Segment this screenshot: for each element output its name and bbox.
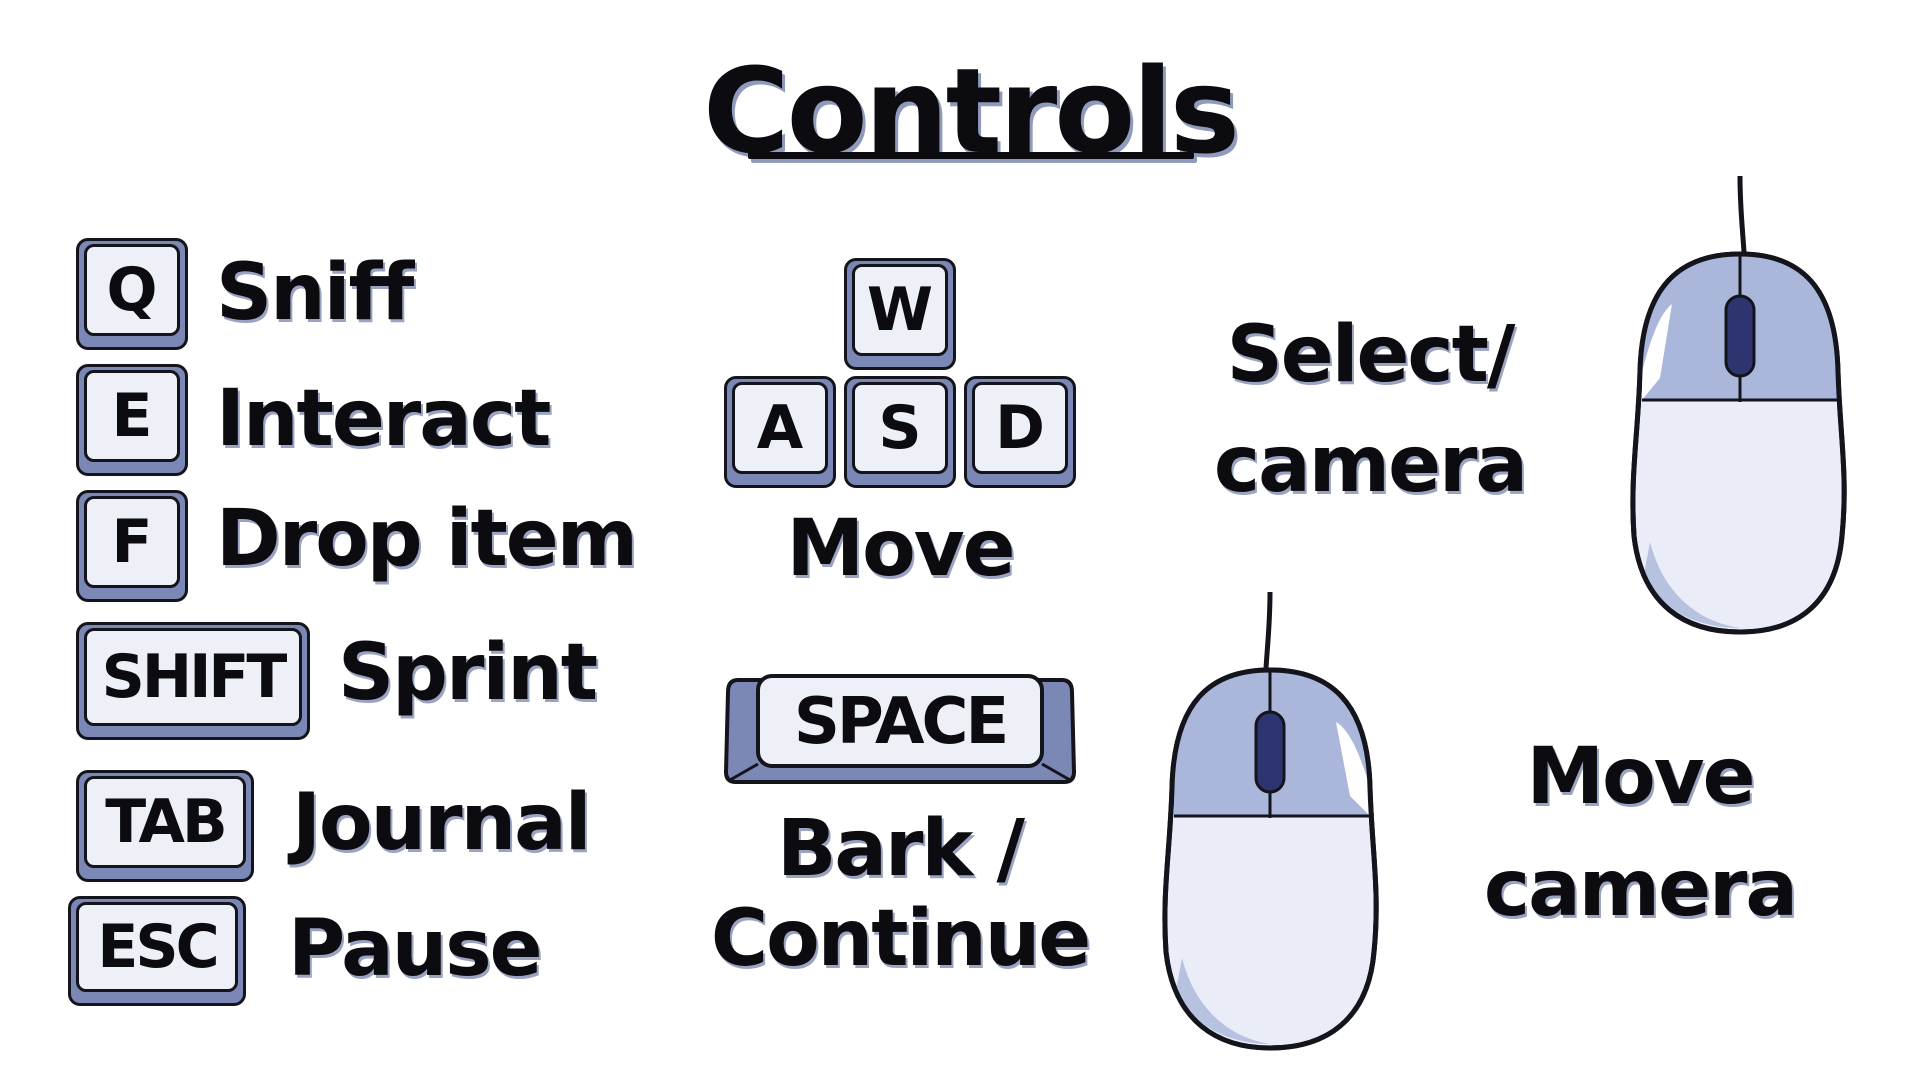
- action-move-camera-line2: camera: [1483, 844, 1798, 934]
- action-pause: Pause: [288, 904, 543, 994]
- key-tab: TAB: [76, 770, 254, 882]
- key-w: W: [844, 258, 956, 370]
- action-bark: Bark /: [776, 804, 1025, 894]
- action-continue: Continue: [710, 894, 1091, 984]
- key-a-label: A: [732, 382, 828, 474]
- action-journal: Journal: [292, 778, 592, 868]
- key-d-label: D: [972, 382, 1068, 474]
- action-move: Move: [786, 504, 1016, 594]
- key-s: S: [844, 376, 956, 488]
- mouse-right-click-icon: [1162, 591, 1379, 1051]
- key-shift: SHIFT: [76, 622, 310, 740]
- page-title: Controls: [702, 42, 1240, 180]
- mouse-left-click-icon: [1630, 175, 1847, 635]
- key-d: D: [964, 376, 1076, 488]
- action-interact: Interact: [216, 374, 551, 464]
- key-q: Q: [76, 238, 188, 350]
- key-f-label: F: [84, 496, 180, 588]
- key-esc-label: ESC: [76, 902, 238, 992]
- title-underline: [748, 152, 1194, 159]
- action-drop-item: Drop item: [216, 494, 638, 584]
- key-esc: ESC: [68, 896, 246, 1006]
- action-move-camera: Move: [1526, 732, 1756, 822]
- key-tab-label: TAB: [84, 776, 246, 868]
- action-sniff: Sniff: [216, 248, 414, 338]
- key-e-label: E: [84, 370, 180, 462]
- key-e: E: [76, 364, 188, 476]
- action-select-camera: camera: [1213, 420, 1528, 510]
- key-f: F: [76, 490, 188, 602]
- key-s-label: S: [852, 382, 948, 474]
- key-q-label: Q: [84, 244, 180, 336]
- key-w-label: W: [852, 264, 948, 356]
- key-space-label: SPACE: [793, 685, 1009, 759]
- key-shift-label: SHIFT: [84, 628, 302, 726]
- key-a: A: [724, 376, 836, 488]
- action-select: Select/: [1226, 310, 1516, 400]
- key-space: [723, 674, 1077, 784]
- action-sprint: Sprint: [338, 628, 598, 718]
